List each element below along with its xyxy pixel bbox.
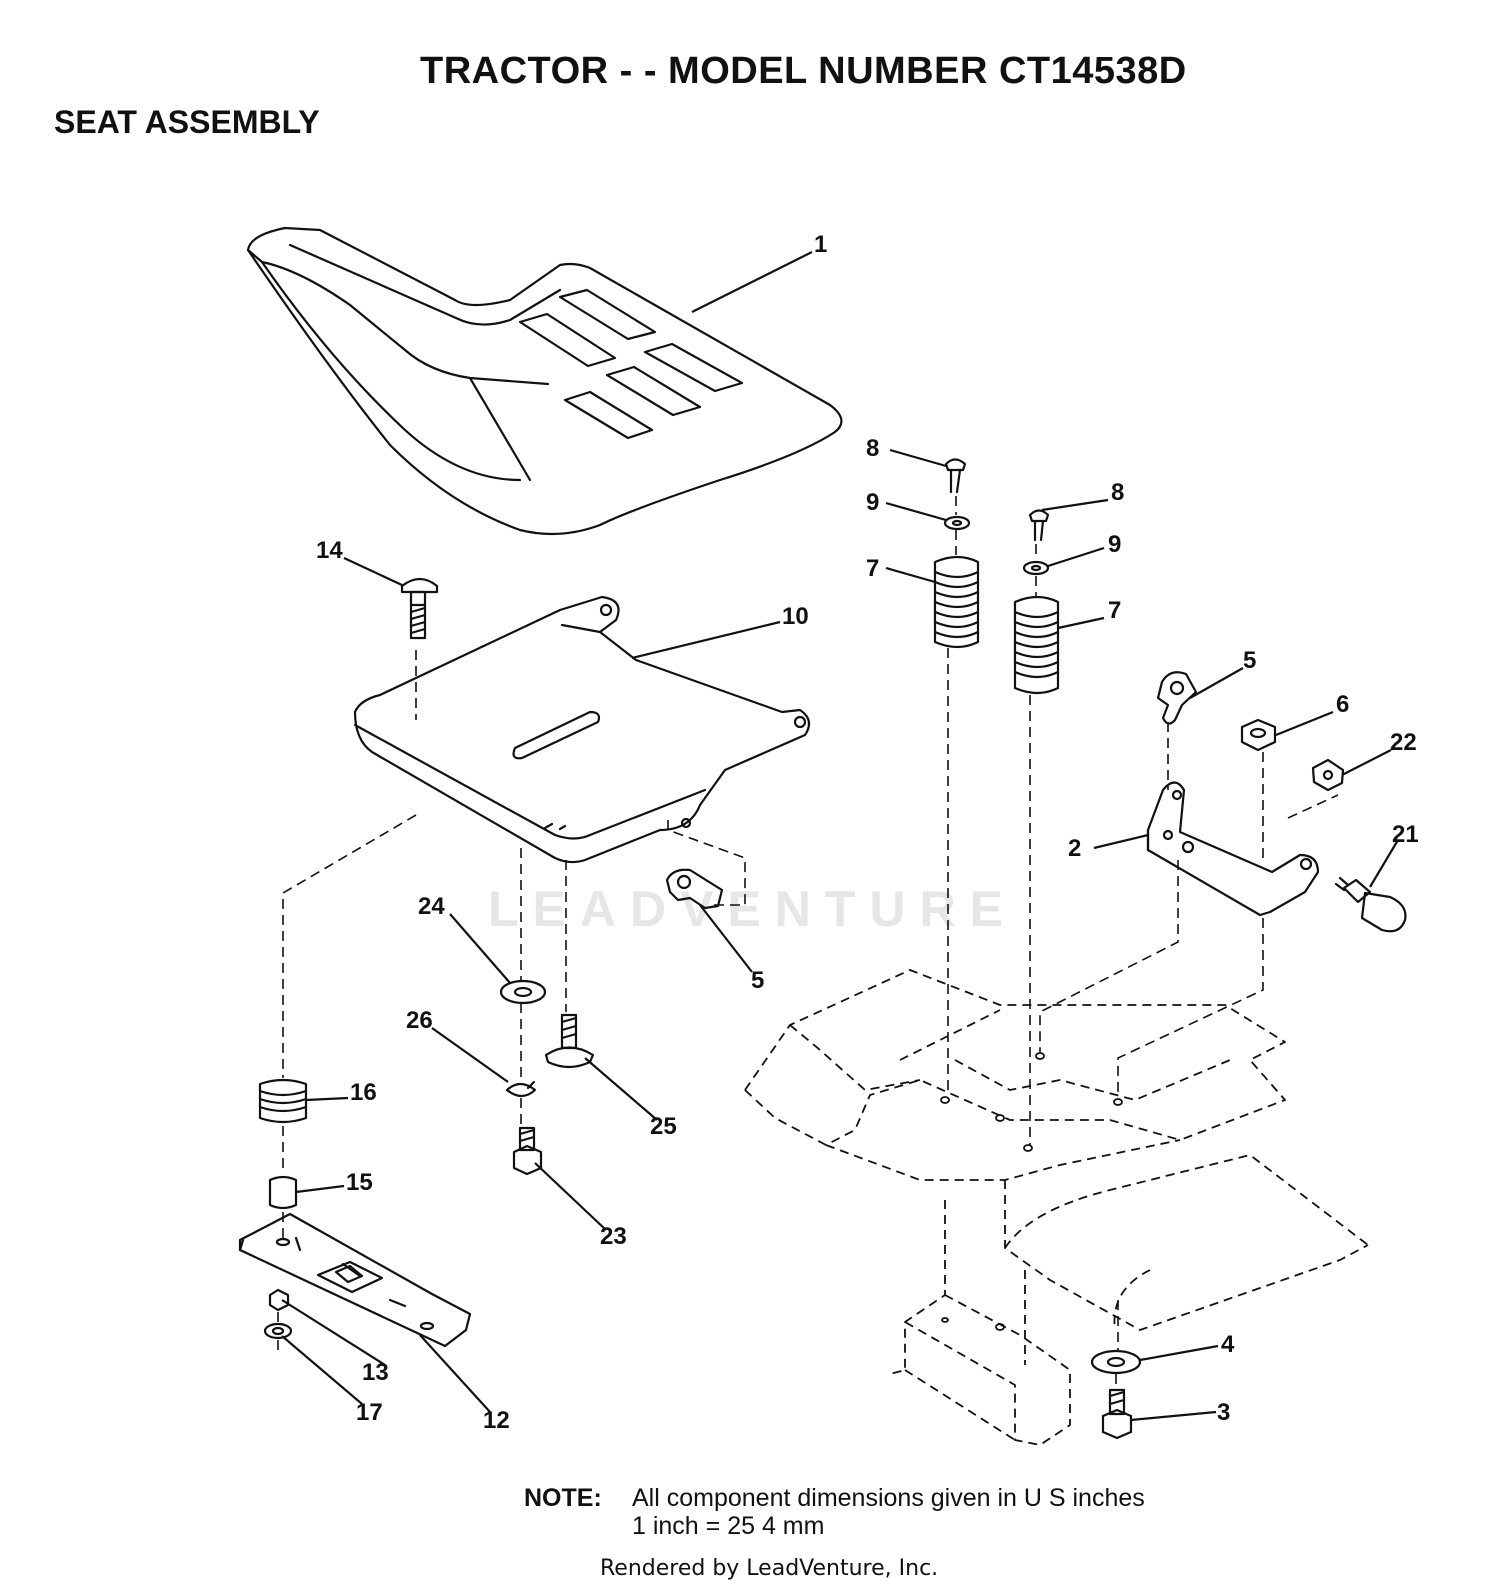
leader-lines [281,251,1399,1422]
dimension-note: NOTE: All component dimensions given in U… [524,1484,1145,1540]
callout-12: 12 [483,1407,510,1434]
callout-1: 1 [814,231,827,258]
watermark: LEADVENTURE [488,881,1018,937]
callout-24: 24 [418,893,445,920]
callout-2: 2 [1068,835,1081,862]
section-title: SEAT ASSEMBLY [54,104,320,140]
callout-14: 14 [316,537,343,564]
nut-part [1240,718,1345,792]
frame-holes [940,1052,1123,1331]
callout-25: 25 [650,1113,677,1140]
callout-17: 17 [356,1399,383,1426]
callout-9-right: 9 [1108,531,1121,558]
phantom-frame [744,969,1369,1446]
note-label: NOTE: [524,1484,602,1512]
callout-8-right: 8 [1111,479,1124,506]
note-line-1: All component dimensions given in U S in… [632,1484,1145,1512]
callout-15: 15 [346,1169,373,1196]
callout-16: 16 [350,1079,377,1106]
callout-5-upper: 5 [1243,647,1256,674]
spring-left [933,555,980,649]
seat-slide-plate [238,1212,472,1348]
footer-credit: Rendered by LeadVenture, Inc. [600,1556,939,1581]
carriage-bolt-part [400,577,439,640]
callout-21: 21 [1392,821,1419,848]
callout-4: 4 [1221,1331,1235,1358]
callout-7-right: 7 [1108,597,1121,624]
frame-bolt-washer [1090,1349,1142,1440]
page-title: TRACTOR - - MODEL NUMBER CT14538D [420,50,1187,92]
callout-7-left: 7 [866,555,879,582]
seat-pan-part [353,595,811,864]
callout-6: 6 [1336,691,1349,718]
pins-washers [943,458,1050,576]
callout-26: 26 [406,1007,433,1034]
callout-3: 3 [1217,1399,1230,1426]
clip-upper [1156,671,1198,725]
spring-right [1013,595,1060,695]
alignment-lines [277,496,1339,1388]
small-spring-part [258,1078,308,1210]
callout-13: 13 [362,1359,389,1386]
callout-10: 10 [782,603,809,630]
bracket-part [1146,781,1320,917]
callout-8-left: 8 [866,435,879,462]
washers-and-bolts [499,979,595,1176]
shoulder-bolt-part [1334,876,1407,933]
clip-lower [665,868,724,910]
note-line-2: 1 inch = 25 4 mm [632,1512,825,1540]
callout-22: 22 [1390,729,1417,756]
callout-9-left: 9 [866,489,879,516]
note-body: All component dimensions given in U S in… [632,1484,1145,1540]
callout-5-lower: 5 [751,967,764,994]
seat-part [246,226,843,536]
callout-23: 23 [600,1223,627,1250]
